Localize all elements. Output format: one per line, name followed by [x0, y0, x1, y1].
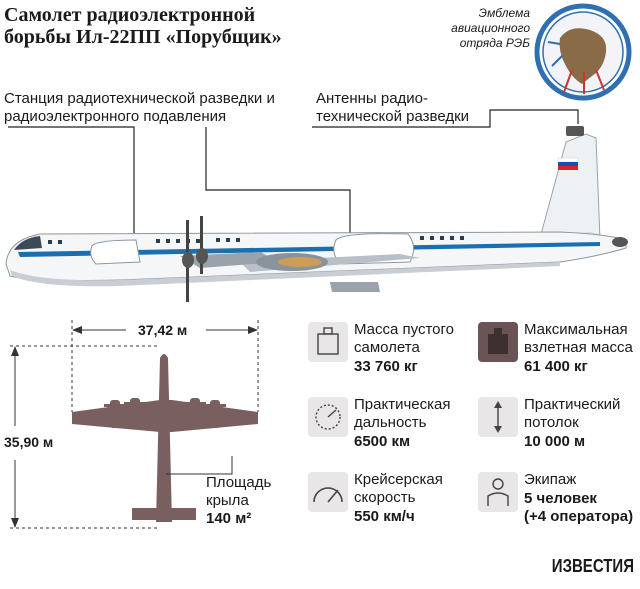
- spec-value: 550 км/ч: [354, 508, 415, 525]
- spec-ceiling: Практический потолок 10 000 м: [478, 396, 638, 457]
- spec-crew: Экипаж 5 человек (+4 оператора): [478, 471, 638, 532]
- spec-value-extra: (+4 оператора): [524, 508, 634, 525]
- wing-area-label: Площадь крыла: [206, 474, 272, 509]
- wingspan-label: 37,42 м: [138, 322, 188, 338]
- emblem-caption: Эмблема авиационного отряда РЭБ: [451, 6, 530, 50]
- spec-label: Масса пустого самолета: [354, 321, 454, 356]
- length-label: 35,90 м: [4, 434, 54, 450]
- emblem: [534, 3, 632, 101]
- brand-logo: ИЗВЕСТИЯ: [551, 556, 634, 577]
- callout-antennas: Антенны радио-технической разведки: [316, 90, 470, 125]
- aircraft-side-view: [5, 126, 628, 302]
- spec-value: 10 000 м: [524, 433, 586, 450]
- page-title: Самолет радиоэлектронной борьбы Ил-22ПП …: [4, 4, 282, 48]
- spec-value: 5 человек: [524, 490, 597, 507]
- spec-max-takeoff-weight: Максимальная взлетная масса 61 400 кг: [478, 321, 638, 382]
- spec-range: Практическая дальность 6500 км: [308, 396, 473, 457]
- callout-station: Станция радиотехнической разведки и ради…: [4, 90, 275, 125]
- spec-value: 61 400 кг: [524, 358, 588, 375]
- spec-icon-graphics: [308, 322, 518, 512]
- leader-lines: [8, 109, 579, 240]
- spec-cruise-speed: Крейсерская скорость 550 км/ч: [308, 471, 473, 532]
- spec-empty-weight: Масса пустого самолета 33 760 кг: [308, 321, 473, 382]
- aircraft-top-silhouette: [72, 354, 258, 522]
- spec-value: 33 760 кг: [354, 358, 418, 375]
- spec-label: Экипаж: [524, 471, 577, 488]
- spec-label: Максимальная взлетная масса: [524, 321, 633, 356]
- spec-value: 6500 км: [354, 433, 411, 450]
- spec-label: Крейсерская скорость: [354, 471, 443, 506]
- spec-label: Практический потолок: [524, 396, 621, 431]
- dimension-lines: [10, 320, 259, 529]
- spec-label: Практическая дальность: [354, 396, 451, 431]
- wing-area-value: 140 м²: [206, 510, 252, 527]
